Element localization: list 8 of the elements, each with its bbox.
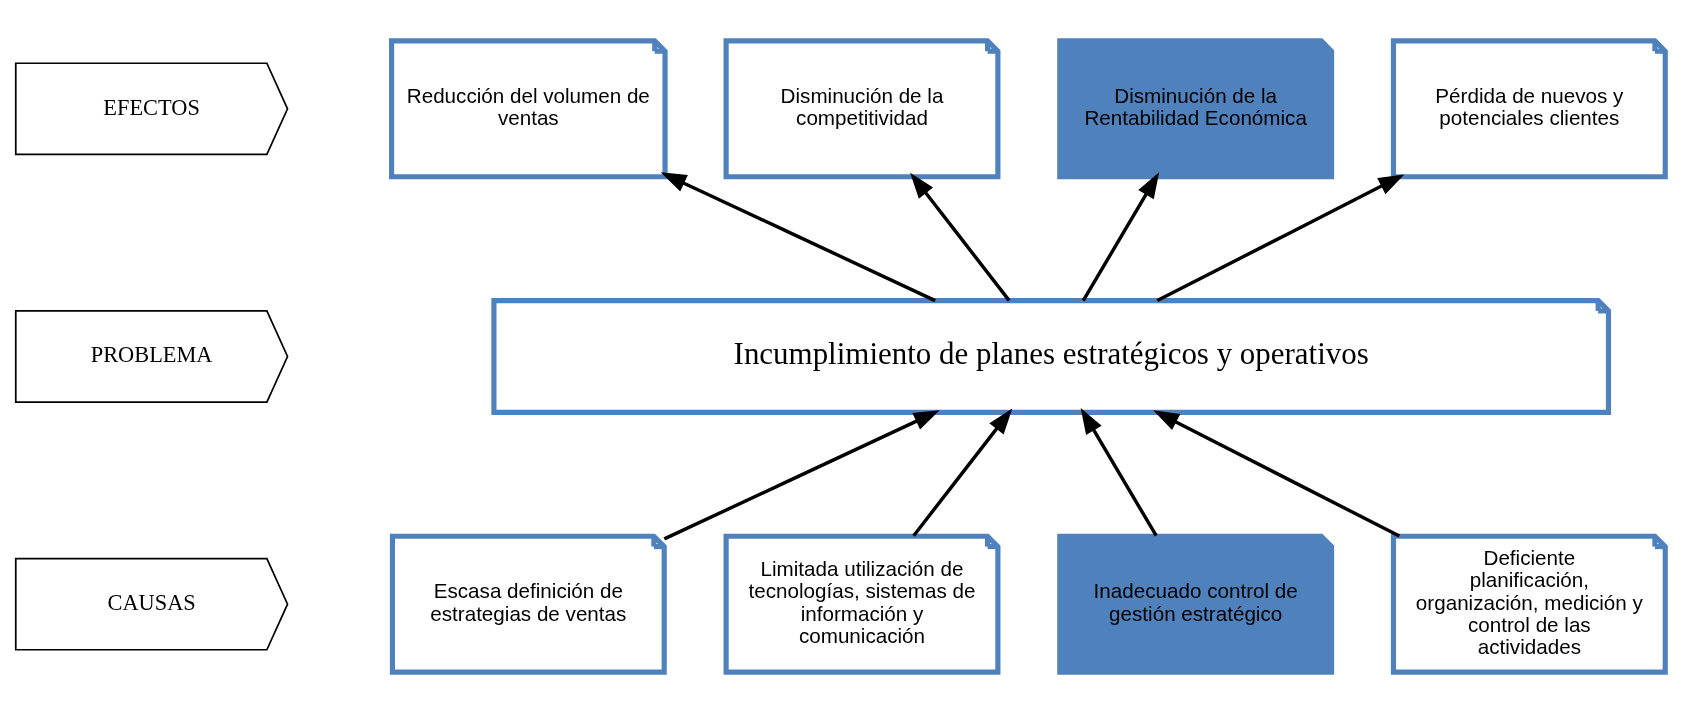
arrow xyxy=(663,409,940,540)
arrow xyxy=(1081,171,1160,301)
arrow xyxy=(1156,173,1405,302)
arrow xyxy=(1080,407,1158,537)
arrow xyxy=(910,172,1011,302)
arrow xyxy=(1153,409,1401,538)
arrow xyxy=(912,407,1013,537)
arrow xyxy=(660,171,936,302)
